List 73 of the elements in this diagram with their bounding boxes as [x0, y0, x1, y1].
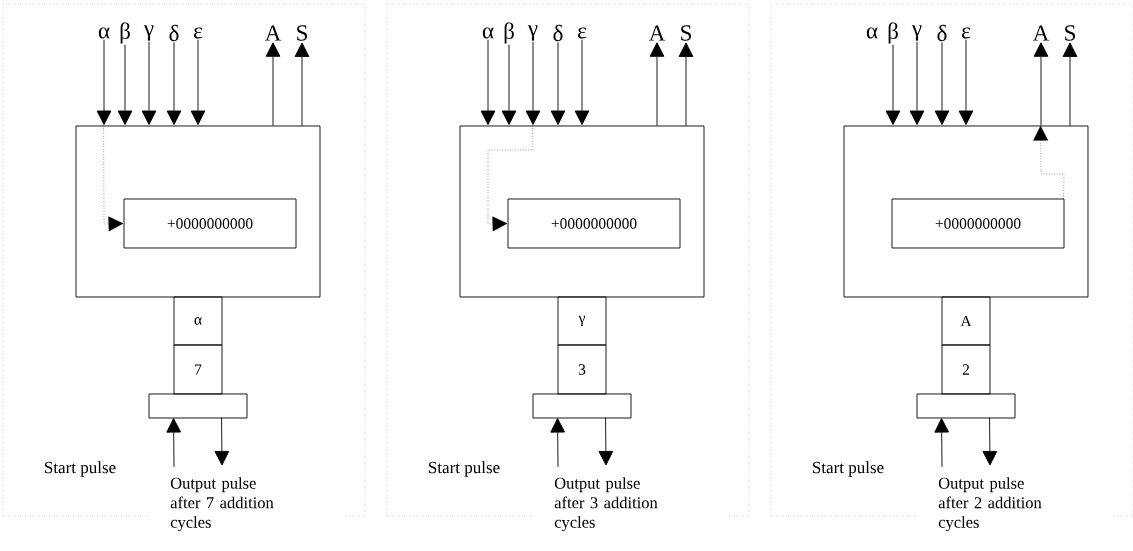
register-box: +0000000000 — [507, 198, 681, 249]
signal-label: ε — [962, 27, 971, 39]
counter-cell: 7 — [173, 344, 223, 395]
signal-label: S — [1065, 25, 1075, 41]
signal-label: A — [648, 25, 666, 41]
dotted-arrow — [103, 125, 124, 232]
panel-frame — [2, 3, 366, 517]
arrow — [96, 39, 112, 125]
arrow — [885, 44, 901, 125]
counter-bar — [532, 393, 632, 419]
signal-label: δ — [169, 24, 179, 42]
signal-label: γ — [911, 25, 922, 41]
arrow — [214, 417, 230, 466]
arrow — [501, 44, 517, 125]
signal-label: S — [297, 25, 307, 41]
arrow — [166, 418, 181, 468]
arrow — [1062, 42, 1078, 126]
signal-label: β — [504, 22, 514, 44]
pulse-label: Start pulse — [813, 461, 884, 477]
signal-label: A — [1032, 25, 1050, 41]
arrow — [294, 42, 310, 126]
counter-bar — [148, 393, 248, 419]
signal-label: ε — [578, 27, 587, 39]
arrow — [598, 417, 614, 466]
dotted-arrow — [487, 125, 534, 232]
arrow — [141, 41, 157, 125]
signal-label: δ — [553, 24, 563, 42]
pulse-label: Output pulse after 3 addition cycles — [554, 477, 658, 532]
arrow — [1033, 42, 1049, 126]
signal-label: α — [482, 27, 494, 39]
signal-label: S — [681, 25, 691, 41]
arrow — [934, 41, 950, 125]
pulse-label: Output pulse after 2 addition cycles — [938, 477, 1042, 532]
counter-cell: 2 — [941, 344, 991, 395]
register-box: +0000000000 — [123, 198, 297, 249]
counter-cell: A — [941, 296, 991, 346]
signal-label: α — [866, 27, 878, 39]
arrow — [982, 417, 998, 466]
arrow — [550, 418, 566, 468]
arrow — [958, 39, 974, 125]
counter-cell: γ — [557, 296, 607, 346]
unit-box — [843, 125, 1089, 298]
arrow — [678, 42, 694, 126]
signal-label: γ — [527, 25, 538, 41]
signal-label: β — [120, 22, 130, 44]
arrow — [649, 42, 665, 126]
signal-label: δ — [937, 24, 947, 42]
counter-cell: 3 — [557, 344, 607, 395]
counter-cell: α — [173, 296, 223, 346]
signal-label: α — [98, 27, 110, 39]
arrow — [574, 39, 590, 125]
signal-label: A — [264, 25, 282, 41]
arrow — [166, 41, 182, 125]
dotted-arrow — [1033, 125, 1065, 199]
arrow — [934, 418, 949, 468]
pulse-label: Start pulse — [429, 461, 500, 477]
signal-label: γ — [143, 25, 154, 41]
signal-label: β — [888, 22, 898, 44]
unit-box — [75, 125, 321, 298]
arrow — [190, 39, 206, 125]
arrow — [480, 39, 496, 125]
arrow — [265, 42, 281, 126]
arrow — [525, 41, 541, 125]
arrow — [117, 44, 133, 125]
panel-frame — [386, 3, 750, 517]
signal-label: ε — [194, 27, 203, 39]
register-box: +0000000000 — [891, 198, 1065, 249]
arrow — [550, 41, 566, 125]
unit-box — [459, 125, 705, 298]
pulse-label: Start pulse — [45, 461, 116, 477]
counter-bar — [916, 393, 1016, 419]
arrow — [909, 41, 925, 125]
pulse-label: Output pulse after 7 addition cycles — [170, 477, 274, 532]
